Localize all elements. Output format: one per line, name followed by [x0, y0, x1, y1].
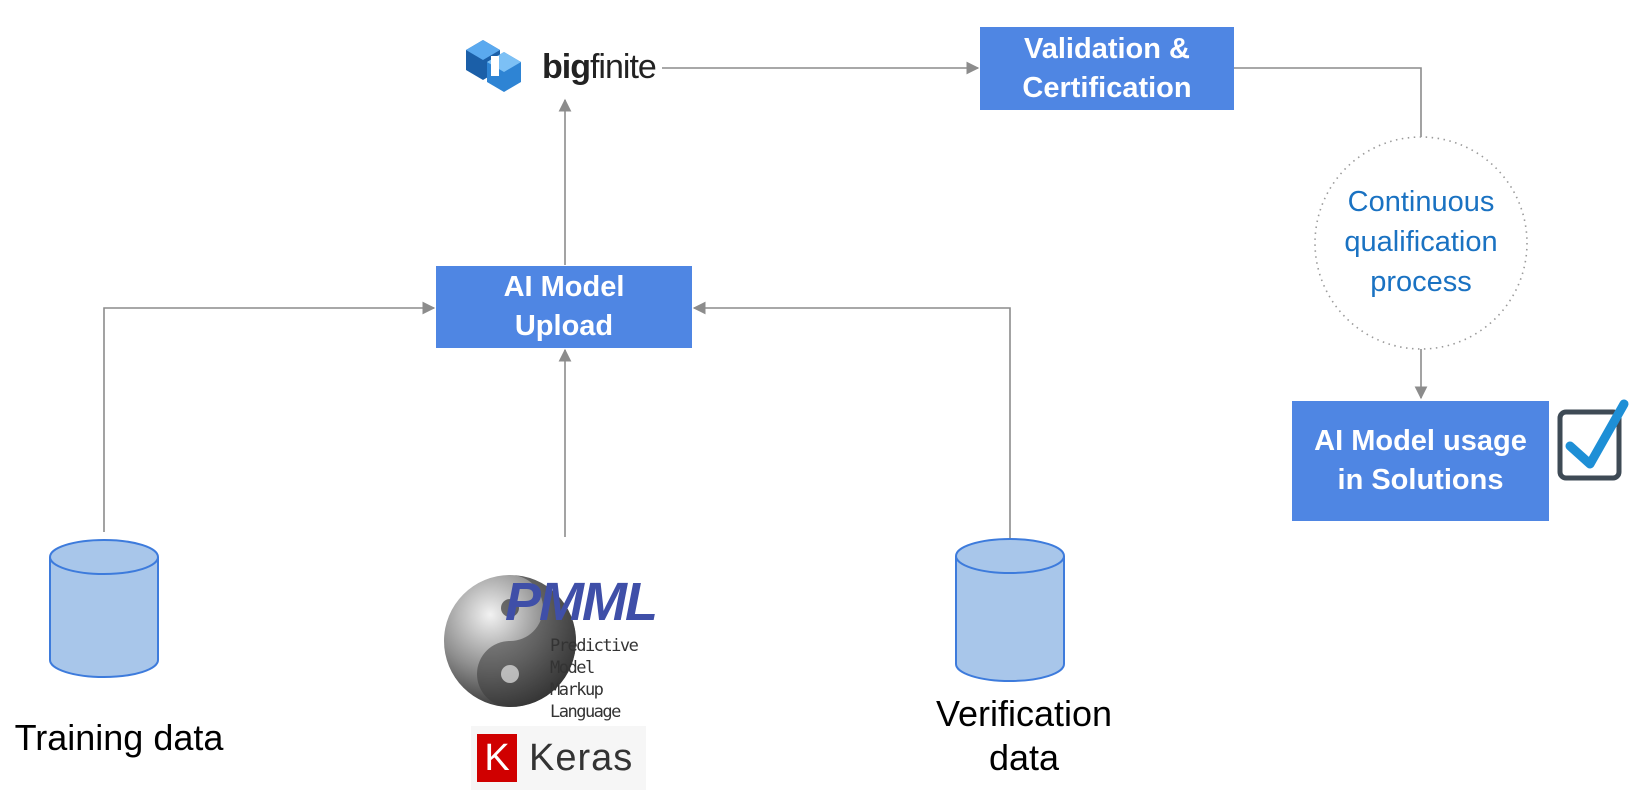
pmml-subtitle: Predictive Model Markup Language	[550, 635, 680, 723]
ai-model-usage-box: AI Model usage in Solutions	[1292, 401, 1549, 521]
pmml-title: PMML	[505, 572, 658, 632]
keras-name: Keras	[529, 736, 634, 779]
keras-k-icon: K	[477, 734, 517, 782]
brand-big: big	[542, 48, 591, 86]
verification-database-icon	[955, 538, 1065, 682]
qualification-line-2: qualification	[1344, 226, 1498, 258]
usage-line-1: AI Model usage	[1314, 425, 1527, 457]
qualification-circle	[1314, 136, 1528, 350]
qualification-line-1: Continuous	[1347, 186, 1495, 218]
arrow-verification-to-upload	[692, 301, 1011, 538]
bigfinite-logo-icon	[466, 40, 521, 92]
verification-data-label: Verification data	[920, 692, 1128, 780]
ai-model-upload-box: AI Model Upload	[436, 266, 692, 348]
pmml-logo-icon	[444, 575, 576, 707]
usage-line-2: in Solutions	[1337, 464, 1504, 496]
training-data-label: Training data	[14, 717, 224, 758]
pmml-subtitle-line-1: Predictive Model	[550, 636, 639, 678]
keras-logo: K Keras	[471, 726, 646, 790]
qualification-label: Continuous qualification process	[1321, 182, 1521, 302]
validation-line-2: Certification	[1022, 71, 1192, 104]
qualification-line-3: process	[1370, 266, 1472, 298]
line-validation-to-qualification	[1234, 67, 1422, 137]
checkbox-checked-icon	[1557, 399, 1629, 481]
arrow-training-to-upload	[103, 301, 436, 532]
verification-line-1: Verification	[935, 693, 1113, 734]
validation-certification-box: Validation & Certification	[980, 27, 1234, 110]
training-database-icon	[49, 539, 159, 678]
pmml-subtitle-line-2: Markup Language	[550, 680, 621, 722]
verification-line-2: data	[988, 737, 1060, 778]
validation-line-1: Validation &	[1024, 32, 1190, 65]
upload-line-1: AI Model	[503, 271, 625, 303]
brand-finite: finite	[589, 48, 657, 86]
upload-line-2: Upload	[514, 310, 614, 342]
bigfinite-logo: bigfinite	[542, 44, 657, 90]
